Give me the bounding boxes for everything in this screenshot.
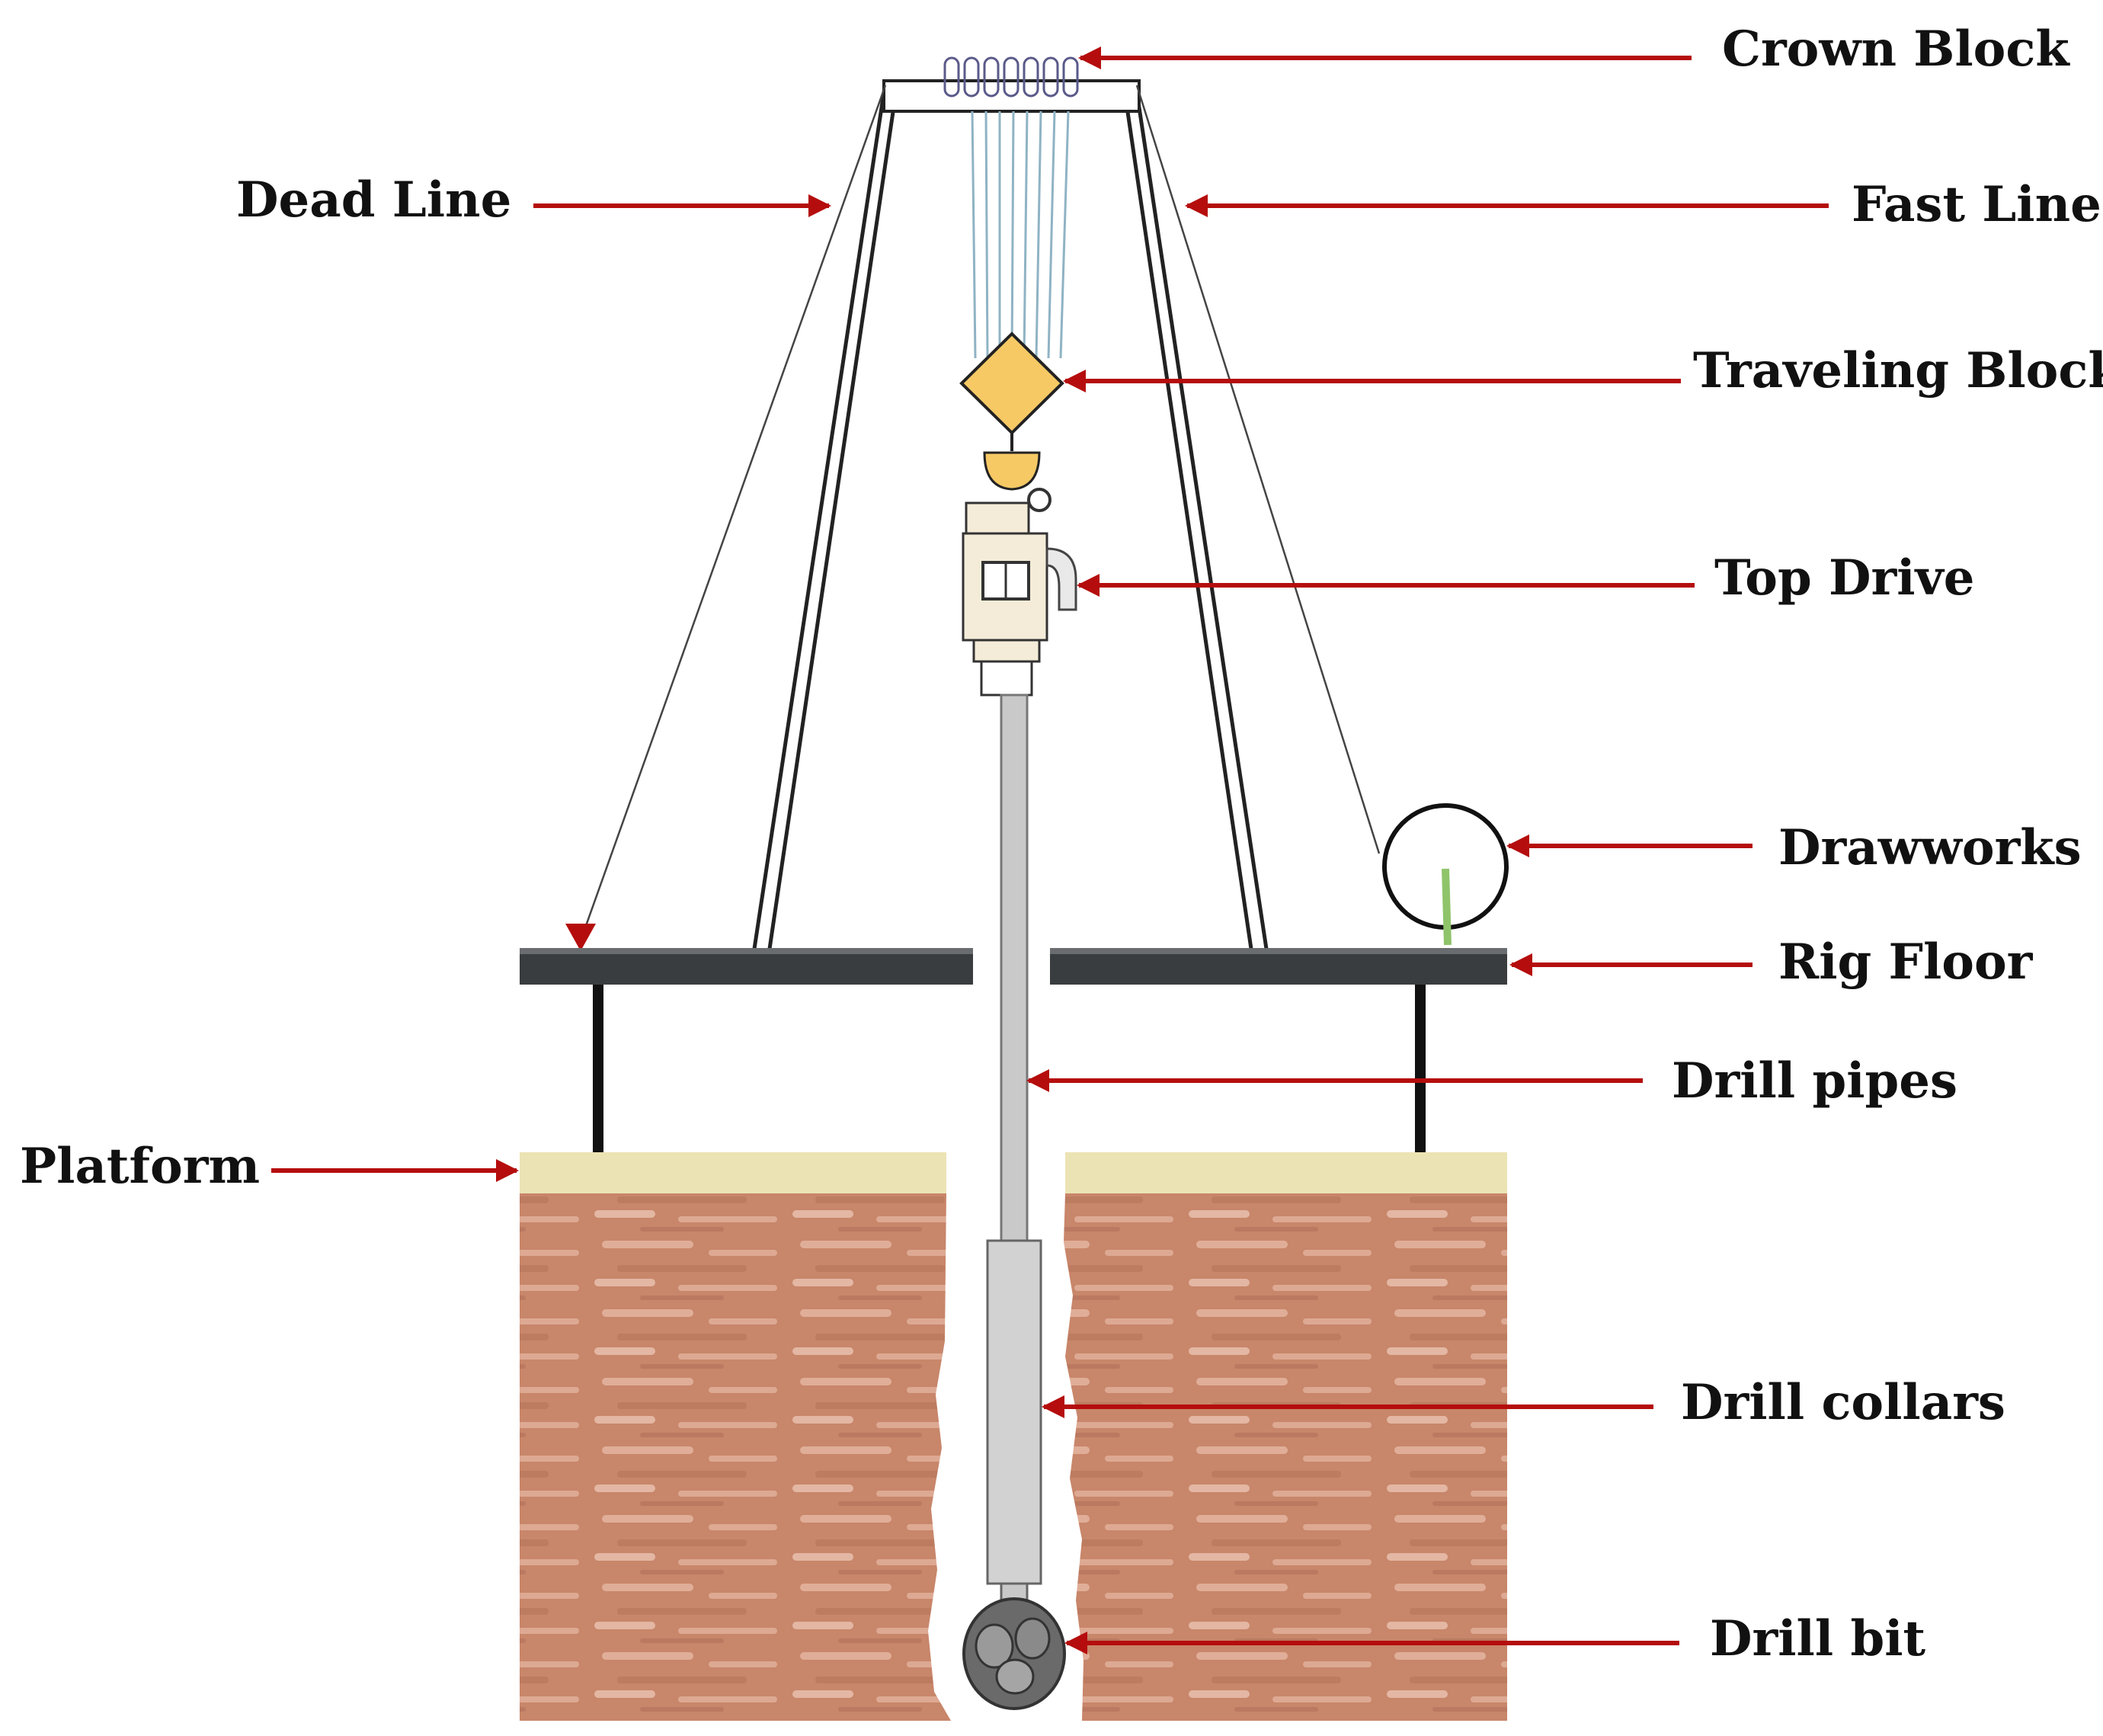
drill-pipe xyxy=(1000,693,1029,1245)
support-column-right xyxy=(1415,985,1426,1154)
traveling-block xyxy=(959,332,1064,435)
derrick-left-leg-outer xyxy=(752,82,888,950)
fast-line xyxy=(1135,85,1381,854)
label-crown-block: Crown Block xyxy=(1722,21,2070,78)
label-platform: Platform xyxy=(20,1138,260,1195)
pointer-arrows xyxy=(271,46,1829,1654)
label-drawworks: Drawworks xyxy=(1778,819,2082,876)
label-fast-line: Fast Line xyxy=(1852,176,2101,233)
drill-bit xyxy=(962,1597,1066,1710)
label-drill-bit: Drill bit xyxy=(1710,1610,1926,1667)
derrick-left-leg-inner xyxy=(767,91,898,950)
rock-formation-left xyxy=(520,1193,951,1721)
drilling-line-strands xyxy=(971,111,1070,359)
derrick-right-leg-inner xyxy=(1122,91,1253,950)
dead-line xyxy=(578,85,887,946)
drawworks-support xyxy=(1442,868,1452,946)
dead-line-anchor-arrow xyxy=(565,924,596,951)
crown-block xyxy=(943,56,1079,98)
label-traveling-block: Traveling Block xyxy=(1693,342,2103,399)
drill-collar xyxy=(986,1239,1042,1585)
top-drive xyxy=(962,451,1077,697)
label-top-drive: Top Drive xyxy=(1714,549,1974,607)
label-rig-floor: Rig Floor xyxy=(1778,934,2034,991)
platform-right xyxy=(1065,1152,1507,1193)
derrick-right-leg-outer xyxy=(1133,82,1269,950)
support-column-left xyxy=(593,985,603,1154)
label-drill-collars: Drill collars xyxy=(1681,1374,2005,1431)
rock-formation-right xyxy=(1064,1193,1507,1721)
label-drill-pipes: Drill pipes xyxy=(1672,1052,1957,1110)
platform-left xyxy=(520,1152,946,1193)
label-dead-line: Dead Line xyxy=(236,171,511,229)
